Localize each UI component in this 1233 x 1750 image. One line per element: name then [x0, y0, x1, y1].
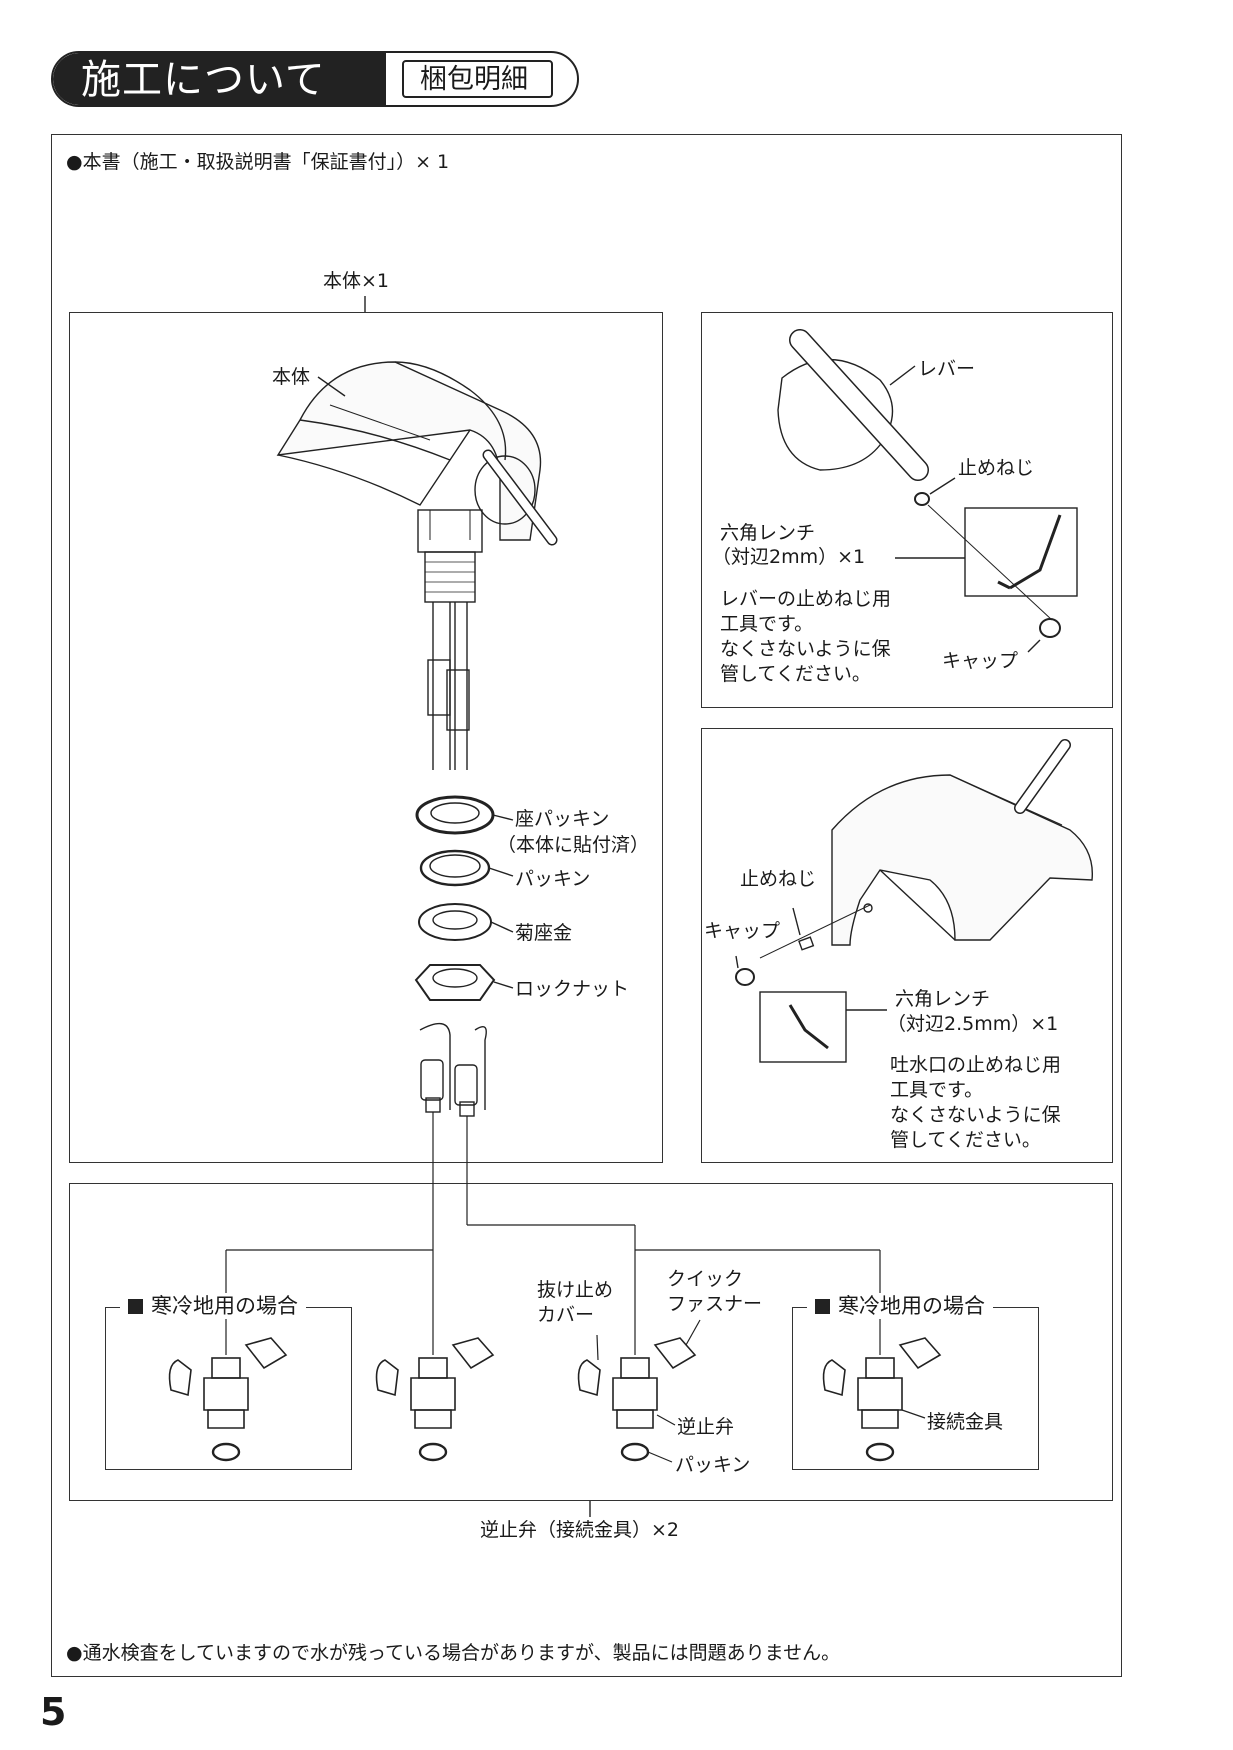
label-washer: 菊座金: [515, 922, 573, 944]
label-spout-cap: キャップ: [704, 920, 781, 942]
cold-region-legend-right: 寒冷地用の場合: [807, 1293, 993, 1319]
body-parts-box: [69, 312, 663, 1163]
check-valve-caption: 逆止弁（接続金具）×2: [480, 1519, 680, 1541]
label-lever-cap: キャップ: [942, 650, 1019, 672]
label-stopper-cover-1: 抜け止め: [537, 1279, 614, 1301]
spout-desc-3: なくさないように保: [890, 1104, 1061, 1126]
label-seat-packing-note: （本体に貼付済）: [497, 834, 650, 856]
cold-region-legend-left: 寒冷地用の場合: [120, 1293, 306, 1319]
square-bullet-icon: [815, 1299, 830, 1314]
label-quick-fastener-2: ファスナー: [667, 1293, 763, 1315]
faucet-body-drawing: [276, 361, 558, 770]
lever-desc-3: なくさないように保: [720, 638, 891, 660]
subtitle-box: 梱包明細: [402, 60, 553, 98]
lever-box: [701, 312, 1113, 708]
square-bullet-icon: [128, 1299, 143, 1314]
label-check-valve: 逆止弁: [677, 1416, 735, 1438]
label-quick-fastener-1: クイック: [667, 1268, 744, 1290]
cold-region-label-right: 寒冷地用の場合: [838, 1294, 985, 1318]
label-wrench-25mm: 六角レンチ: [895, 988, 991, 1010]
label-locknut: ロックナット: [515, 978, 630, 1000]
label-packing: パッキン: [515, 868, 591, 890]
check-valve-icons: [168, 1337, 942, 1462]
label-lever-setscrew: 止めねじ: [958, 457, 1035, 479]
page-subtitle: 梱包明細: [420, 64, 528, 95]
note-manual: ●本書（施工・取扱説明書「保証書付」）× 1: [66, 151, 450, 173]
label-wrench-25mm-size: （対辺2.5mm）×1: [887, 1013, 1059, 1035]
spout-drawing: [735, 739, 1094, 1063]
lever-drawing: [777, 329, 1078, 653]
lever-desc-2: 工具です。: [720, 613, 814, 635]
check-valve-box: [69, 1183, 1113, 1501]
label-fitting: 接続金具: [927, 1411, 1004, 1433]
content-frame: [51, 134, 1122, 1677]
cold-region-label-left: 寒冷地用の場合: [151, 1294, 298, 1318]
label-body: 本体: [272, 366, 311, 388]
spout-desc-4: 管してください。: [890, 1129, 1041, 1151]
label-seat-packing: 座パッキン: [515, 808, 610, 830]
label-valve-packing: パッキン: [675, 1454, 751, 1476]
title-white-band: 梱包明細: [386, 53, 577, 105]
page-number: 5: [40, 1690, 67, 1734]
spout-desc-2: 工具です。: [890, 1079, 984, 1101]
label-wrench-2mm-size: （対辺2mm）×1: [712, 546, 866, 568]
lever-desc-1: レバーの止めねじ用: [720, 588, 892, 610]
label-lever: レバー: [918, 358, 976, 380]
lever-desc-4: 管してください。: [720, 663, 871, 685]
spout-desc-1: 吐水口の止めねじ用: [890, 1054, 1062, 1076]
label-stopper-cover-2: カバー: [537, 1304, 595, 1326]
spout-box: [701, 728, 1113, 1163]
title-black-band: 施工について: [53, 53, 386, 105]
body-caption: 本体×1: [323, 270, 390, 292]
section-title-pill: 施工について 梱包明細: [51, 51, 579, 107]
page-title: 施工について: [81, 57, 326, 103]
label-wrench-2mm: 六角レンチ: [720, 522, 816, 544]
label-spout-setscrew: 止めねじ: [740, 868, 817, 890]
note-water: ●通水検査をしていますので水が残っている場合がありますが、製品には問題ありません…: [66, 1642, 841, 1664]
